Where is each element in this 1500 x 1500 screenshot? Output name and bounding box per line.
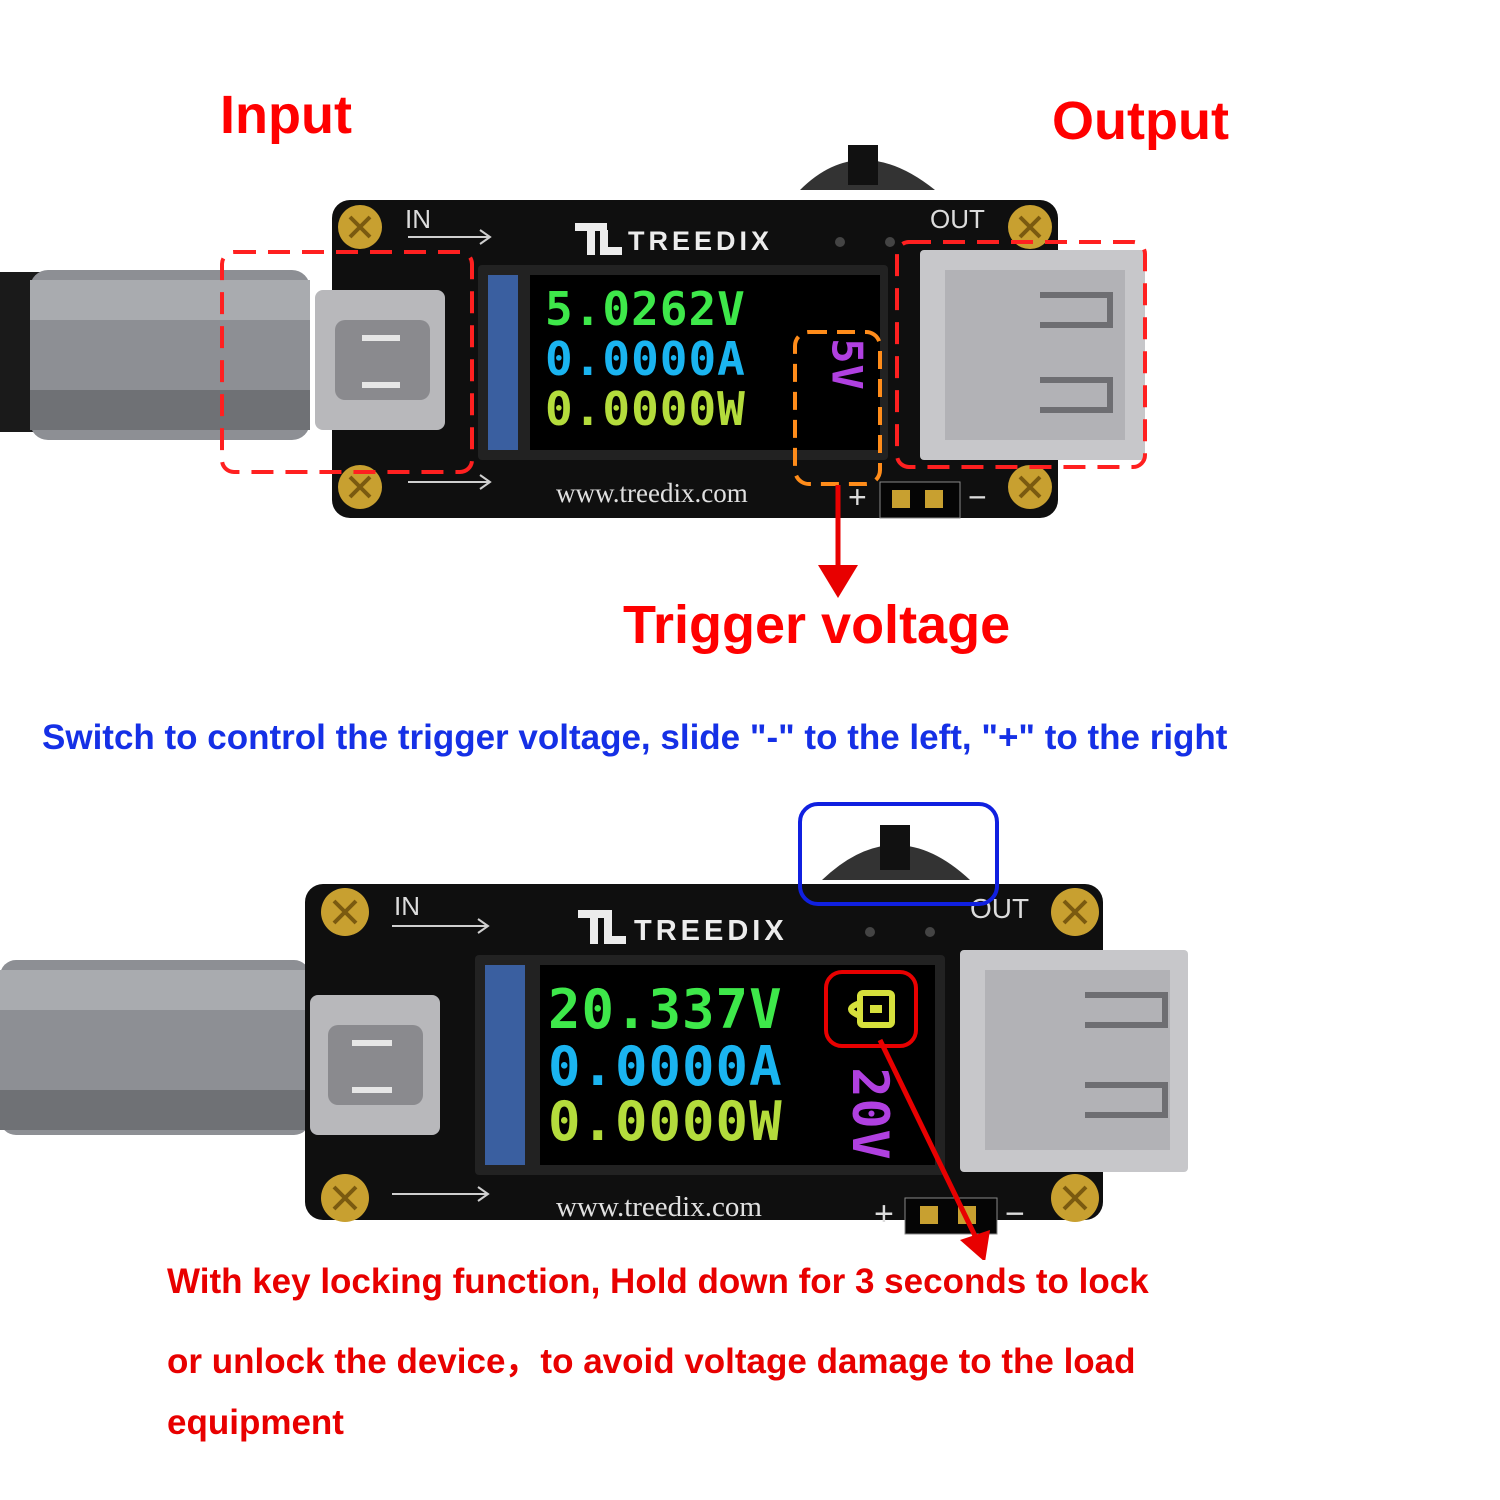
usb-c-port-icon[interactable] [310,995,440,1135]
lcd-power-top: 0.0000W [545,382,746,436]
url-silk-top: www.treedix.com [556,478,748,508]
lock-note-line2: or unlock the device，to avoid voltage da… [167,1342,1136,1381]
lcd-trigger-top: 5V [822,338,872,391]
output-highlight-box [895,240,1147,469]
lock-note-line1: With key locking function, Hold down for… [167,1262,1149,1301]
trigger-voltage-label: Trigger voltage [623,595,1011,655]
plus-silk-bottom: + [874,1195,894,1233]
input-label: Input [220,85,352,145]
device-bottom-photo: IN OUT TREEDIX www.treedix.com + − [0,802,1188,1260]
out-silk-label: OUT [970,893,1029,924]
lcd-voltage-bottom: 20.337V [548,978,783,1041]
usb-c-port-icon[interactable] [315,290,445,430]
brand-text-top: TREEDIX [628,226,773,256]
in-silk-label: IN [405,204,431,234]
lock-arrow [877,1038,990,1260]
lcd-current-top: 0.0000A [545,332,746,386]
screw-icon [321,888,1099,1222]
input-highlight-box [220,250,474,474]
brand-logo-bottom [578,910,626,944]
lcd-current-bottom: 0.0000A [548,1035,783,1098]
usb-c-cable-bottom [0,960,310,1135]
screw-icon [338,205,1052,509]
minus-silk-bottom: − [1005,1195,1025,1233]
out-silk-label: OUT [930,204,985,234]
usb-c-cable-top [0,270,310,440]
device-top-photo: IN OUT TREEDIX www.treedix.com + − [0,145,1147,598]
trigger-highlight-box [793,330,882,486]
switch-note: Switch to control the trigger voltage, s… [42,718,1228,757]
lcd-screen-bottom [540,965,935,1165]
brand-text-bottom: TREEDIX [634,915,788,947]
lcd-power-bottom: 0.0000W [548,1090,783,1153]
minus-silk-top: − [968,479,987,515]
lock-icon [848,990,895,1028]
url-silk-bottom: www.treedix.com [556,1191,762,1223]
lcd-screen-top [530,275,880,450]
lcd-voltage-top: 5.0262V [545,282,746,336]
slide-switch-icon[interactable] [800,145,935,190]
usb-a-port-icon[interactable] [920,250,1145,460]
usb-a-port-icon[interactable] [960,950,1188,1172]
lcd-trigger-bottom: 20V [841,1067,899,1161]
brand-logo-top [575,223,622,255]
in-silk-label: IN [394,891,420,921]
slide-switch-icon[interactable] [822,825,970,880]
trigger-arrow [818,485,858,598]
output-label: Output [1052,91,1229,151]
lock-highlight-box [824,970,918,1048]
plus-silk-top: + [848,479,867,515]
lock-note-line3: equipment [167,1403,344,1442]
switch-highlight-box [798,802,999,906]
